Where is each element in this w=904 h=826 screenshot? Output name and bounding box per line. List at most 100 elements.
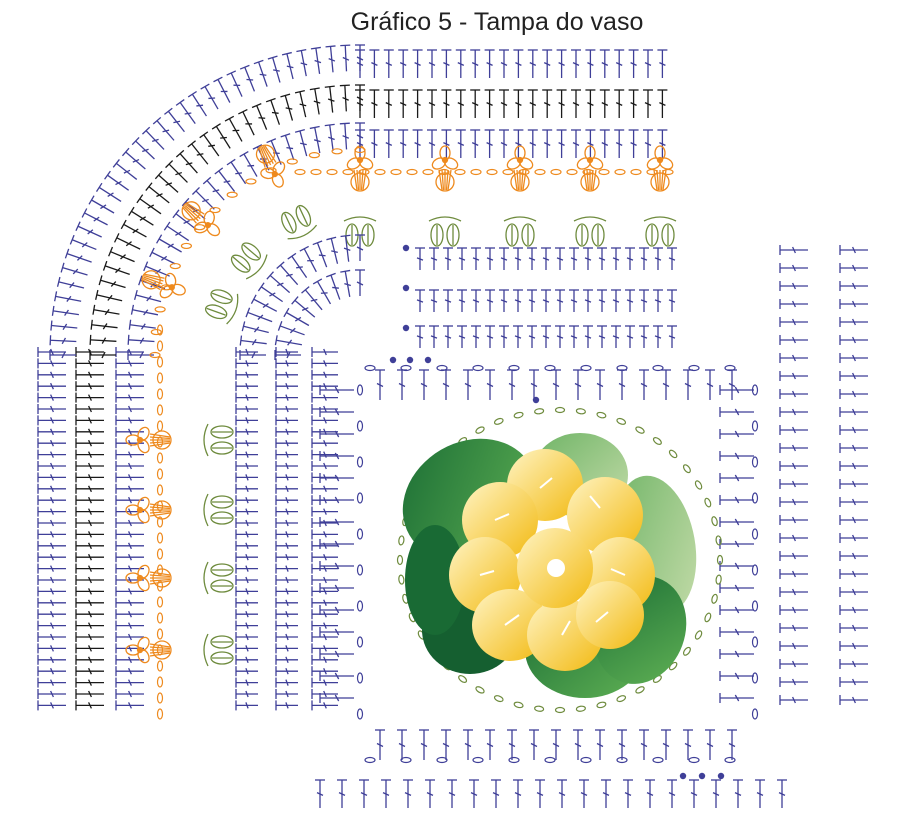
double-crochet-icon	[315, 779, 325, 808]
double-crochet-icon	[37, 632, 66, 642]
double-crochet-icon	[611, 325, 621, 348]
double-crochet-icon	[108, 246, 135, 263]
double-crochet-icon	[839, 551, 868, 561]
double-crochet-icon	[98, 275, 126, 289]
double-crochet-icon	[326, 236, 339, 264]
double-crochet-icon	[37, 700, 66, 711]
puff-stitch-icon	[643, 216, 677, 247]
double-crochet-icon	[60, 262, 88, 276]
double-crochet-icon	[779, 533, 808, 543]
double-crochet-icon	[275, 449, 298, 460]
double-crochet-icon	[311, 666, 338, 677]
double-crochet-icon	[643, 89, 653, 118]
chain-icon	[308, 152, 320, 159]
double-crochet-icon	[839, 497, 868, 507]
chain-icon	[356, 600, 364, 612]
double-crochet-icon	[683, 369, 693, 400]
chain-icon	[694, 480, 703, 490]
double-crochet-icon	[839, 605, 868, 615]
double-crochet-icon	[443, 247, 453, 270]
double-crochet-icon	[429, 289, 439, 312]
double-crochet-icon	[599, 129, 610, 158]
double-crochet-icon	[471, 247, 481, 270]
double-crochet-icon	[527, 89, 538, 118]
double-crochet-icon	[625, 325, 635, 348]
double-crochet-icon	[130, 304, 159, 316]
double-crochet-icon	[275, 540, 298, 551]
chain-icon	[582, 168, 594, 176]
double-crochet-icon	[340, 44, 351, 72]
double-crochet-icon	[49, 350, 76, 360]
double-crochet-icon	[667, 779, 677, 808]
double-crochet-icon	[235, 563, 258, 574]
double-crochet-icon	[657, 49, 668, 78]
double-crochet-icon	[115, 518, 144, 528]
double-crochet-icon	[165, 160, 188, 183]
double-crochet-icon	[275, 597, 298, 608]
double-crochet-icon	[429, 325, 439, 348]
double-crochet-icon	[719, 451, 754, 461]
double-crochet-icon	[555, 325, 565, 348]
double-crochet-icon	[397, 369, 407, 400]
double-crochet-icon	[275, 563, 298, 574]
left-side-stitches	[37, 324, 338, 720]
double-crochet-icon	[275, 620, 298, 631]
double-crochet-icon	[235, 392, 258, 403]
chain-icon	[265, 167, 277, 174]
double-crochet-icon	[447, 779, 457, 808]
double-crochet-icon	[115, 369, 144, 380]
chain-icon	[406, 168, 418, 176]
double-crochet-icon	[779, 659, 808, 669]
double-crochet-icon	[839, 281, 868, 291]
double-crochet-icon	[319, 451, 354, 461]
chain-icon	[156, 708, 164, 720]
double-crochet-icon	[37, 689, 66, 699]
double-crochet-icon	[115, 404, 144, 414]
chain-icon	[294, 168, 306, 176]
double-crochet-icon	[470, 129, 481, 158]
double-crochet-icon	[628, 89, 639, 118]
chain-icon	[614, 168, 626, 176]
double-crochet-icon	[92, 304, 120, 316]
double-crochet-icon	[484, 129, 495, 158]
double-crochet-icon	[839, 353, 868, 363]
double-crochet-icon	[611, 247, 621, 270]
double-crochet-icon	[839, 317, 868, 327]
chain-icon	[356, 420, 364, 432]
double-crochet-icon	[235, 404, 258, 414]
double-crochet-icon	[75, 495, 104, 506]
double-crochet-icon	[369, 49, 380, 78]
double-crochet-icon	[235, 472, 258, 483]
double-crochet-icon	[75, 666, 104, 677]
double-crochet-icon	[311, 700, 338, 711]
chain-icon	[156, 356, 164, 368]
double-crochet-icon	[75, 369, 104, 380]
double-crochet-icon	[238, 108, 255, 136]
double-crochet-icon	[311, 563, 338, 574]
double-crochet-icon	[779, 281, 808, 291]
double-crochet-icon	[37, 347, 66, 357]
double-crochet-icon	[235, 575, 258, 585]
double-crochet-icon	[311, 518, 338, 528]
slip-stitch-dot-icon	[402, 284, 410, 292]
chain-icon	[356, 456, 364, 468]
double-crochet-icon	[597, 247, 607, 270]
double-crochet-icon	[115, 529, 144, 540]
double-crochet-icon	[311, 404, 338, 414]
double-crochet-icon	[599, 89, 610, 118]
double-crochet-icon	[250, 294, 278, 312]
double-crochet-icon	[661, 729, 671, 760]
double-crochet-icon	[499, 49, 509, 78]
chain-icon	[156, 596, 164, 608]
chain-icon	[331, 148, 343, 155]
top-side-stitches	[294, 49, 677, 348]
double-crochet-icon	[235, 620, 258, 631]
double-crochet-icon	[355, 234, 365, 261]
double-crochet-icon	[779, 479, 808, 489]
double-crochet-icon	[839, 461, 868, 471]
double-crochet-icon	[484, 49, 495, 78]
chain-icon	[486, 168, 498, 176]
chain-icon	[154, 306, 166, 313]
double-crochet-icon	[75, 358, 104, 369]
double-crochet-icon	[585, 49, 596, 78]
